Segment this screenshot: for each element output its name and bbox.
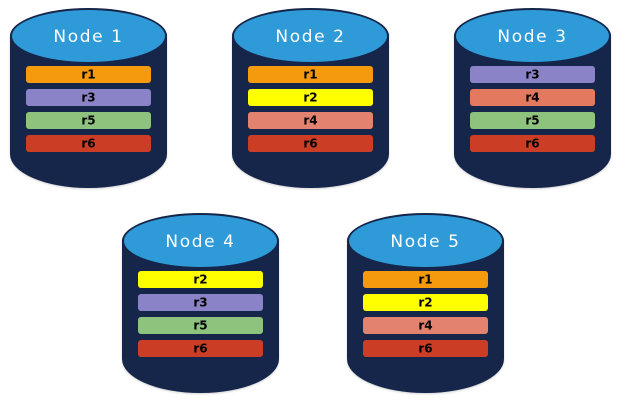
node-cylinder-2[interactable]: Node 2 r1 r2 r4 r6 — [232, 8, 389, 188]
replica-list: r3 r4 r5 r6 — [454, 66, 611, 152]
replica-label: r4 — [525, 90, 540, 104]
node-top-disc: Node 5 — [347, 213, 504, 269]
replica-bar-r4[interactable]: r4 — [470, 89, 595, 106]
replica-label: r6 — [81, 136, 96, 150]
replica-label: r5 — [81, 113, 96, 127]
replica-bar-r2[interactable]: r2 — [363, 294, 488, 311]
node-cylinder-4[interactable]: Node 4 r2 r3 r5 r6 — [122, 213, 279, 393]
replica-label: r3 — [525, 67, 540, 81]
node-cylinder-5[interactable]: Node 5 r1 r2 r4 r6 — [347, 213, 504, 393]
replica-label: r5 — [193, 318, 208, 332]
replica-bar-r6[interactable]: r6 — [26, 135, 151, 152]
replica-bar-r3[interactable]: r3 — [470, 66, 595, 83]
node-label: Node 5 — [390, 232, 461, 252]
replica-bar-r5[interactable]: r5 — [470, 112, 595, 129]
replica-label: r1 — [418, 272, 433, 286]
node-cylinder-1[interactable]: Node 1 r1 r3 r5 r6 — [10, 8, 167, 188]
replica-bar-r4[interactable]: r4 — [363, 317, 488, 334]
replica-label: r1 — [303, 67, 318, 81]
replica-label: r2 — [193, 272, 208, 286]
node-top-disc: Node 2 — [232, 8, 389, 64]
replica-bar-r1[interactable]: r1 — [248, 66, 373, 83]
replica-label: r2 — [418, 295, 433, 309]
replica-bar-r4[interactable]: r4 — [248, 112, 373, 129]
replica-bar-r6[interactable]: r6 — [248, 135, 373, 152]
replica-list: r1 r2 r4 r6 — [232, 66, 389, 152]
replica-label: r4 — [418, 318, 433, 332]
node-top-disc: Node 4 — [122, 213, 279, 269]
replica-label: r4 — [303, 113, 318, 127]
replica-list: r1 r3 r5 r6 — [10, 66, 167, 152]
replica-list: r2 r3 r5 r6 — [122, 271, 279, 357]
replica-bar-r2[interactable]: r2 — [138, 271, 263, 288]
node-label: Node 3 — [497, 27, 568, 47]
replica-bar-r3[interactable]: r3 — [138, 294, 263, 311]
replica-bar-r6[interactable]: r6 — [470, 135, 595, 152]
replica-bar-r3[interactable]: r3 — [26, 89, 151, 106]
replica-label: r1 — [81, 67, 96, 81]
node-label: Node 4 — [165, 232, 236, 252]
replica-label: r6 — [303, 136, 318, 150]
replica-label: r5 — [525, 113, 540, 127]
node-top-disc: Node 1 — [10, 8, 167, 64]
replica-label: r2 — [303, 90, 318, 104]
replica-bar-r5[interactable]: r5 — [26, 112, 151, 129]
replica-bar-r2[interactable]: r2 — [248, 89, 373, 106]
replica-label: r3 — [81, 90, 96, 104]
replica-bar-r6[interactable]: r6 — [363, 340, 488, 357]
replica-bar-r6[interactable]: r6 — [138, 340, 263, 357]
replica-bar-r1[interactable]: r1 — [26, 66, 151, 83]
replica-label: r3 — [193, 295, 208, 309]
replica-bar-r1[interactable]: r1 — [363, 271, 488, 288]
node-top-disc: Node 3 — [454, 8, 611, 64]
replica-label: r6 — [525, 136, 540, 150]
node-label: Node 2 — [275, 27, 346, 47]
node-cylinder-3[interactable]: Node 3 r3 r4 r5 r6 — [454, 8, 611, 188]
replica-list: r1 r2 r4 r6 — [347, 271, 504, 357]
replica-label: r6 — [418, 341, 433, 355]
replica-label: r6 — [193, 341, 208, 355]
node-label: Node 1 — [53, 27, 124, 47]
replica-bar-r5[interactable]: r5 — [138, 317, 263, 334]
